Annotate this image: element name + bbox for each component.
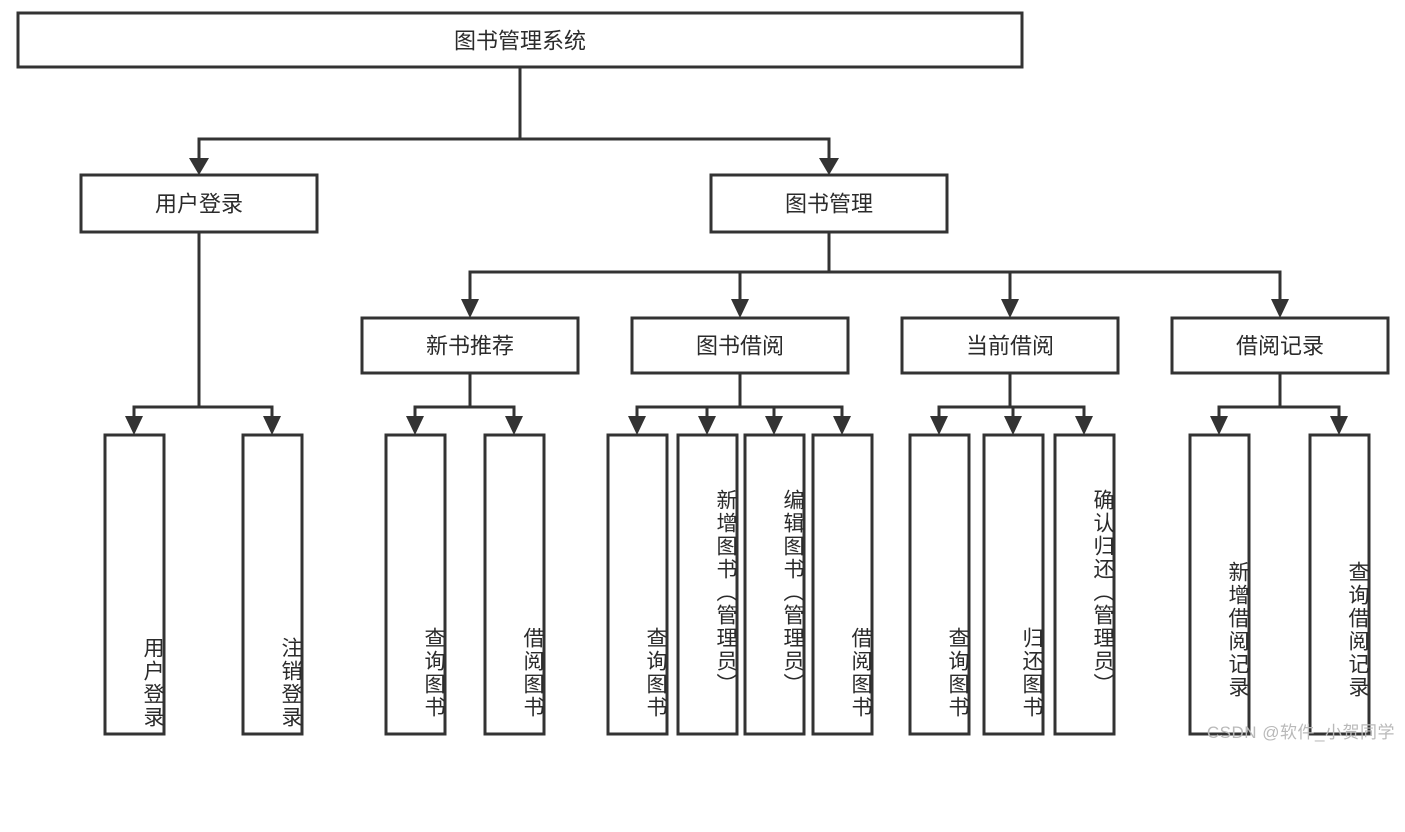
arrowhead-leaf-add-borrow-record xyxy=(1210,416,1228,435)
node-box-book-manage[interactable] xyxy=(709,173,949,234)
edge-group-new-book-recommend xyxy=(406,371,523,435)
edge-group-book-manage xyxy=(461,230,1289,318)
arrowhead-leaf-edit-book-admin xyxy=(765,416,783,435)
arrowhead-book-borrow xyxy=(731,299,749,318)
edge-group-borrow-record xyxy=(1210,371,1348,435)
node-box-book-borrow[interactable] xyxy=(630,316,850,375)
diagram-canvas: 图书管理系统 用户登录 图书管理 新书推荐 图书借阅 当前借阅 借阅记录 xyxy=(16,11,1395,742)
arrowhead-leaf-query-book-borrow xyxy=(628,416,646,435)
arrowhead-leaf-borrow-book xyxy=(833,416,851,435)
arrowhead-leaf-user-login xyxy=(125,416,143,435)
arrowhead-user-login xyxy=(189,158,209,175)
edge-group-current-borrow xyxy=(930,371,1093,435)
node-box-current-borrow[interactable] xyxy=(900,316,1120,375)
node-group: 图书管理系统 用户登录 图书管理 新书推荐 图书借阅 当前借阅 借阅记录 xyxy=(16,11,1390,736)
arrowhead-leaf-query-borrow-record xyxy=(1330,416,1348,435)
edge-group-book-borrow xyxy=(628,371,851,435)
node-box-leaf-query-book-current[interactable] xyxy=(908,433,971,736)
node-box-leaf-query-book-borrow[interactable] xyxy=(606,433,669,736)
node-box-leaf-user-login[interactable] xyxy=(103,433,166,736)
arrowhead-leaf-add-book-admin xyxy=(698,416,716,435)
node-label-root: 图书管理系统 xyxy=(454,29,586,54)
tree-diagram-svg: 图书管理系统 用户登录 图书管理 新书推荐 图书借阅 当前借阅 借阅记录 xyxy=(16,11,1390,736)
node-box-leaf-borrow-book[interactable] xyxy=(811,433,874,736)
arrowhead-current-borrow xyxy=(1001,299,1019,318)
arrowhead-new-book-recommend xyxy=(461,299,479,318)
arrowhead-leaf-logout xyxy=(263,416,281,435)
edge-group-user-login xyxy=(125,230,281,435)
node-box-new-book-recommend[interactable] xyxy=(360,316,580,375)
node-box-leaf-confirm-return-admin[interactable] xyxy=(1053,433,1116,736)
node-box-leaf-add-book-admin[interactable] xyxy=(676,433,739,736)
node-box-leaf-edit-book-admin[interactable] xyxy=(743,433,806,736)
edge-group-root xyxy=(189,65,839,175)
arrowhead-leaf-query-book-current xyxy=(930,416,948,435)
node-box-user-login[interactable] xyxy=(79,173,319,234)
node-box-leaf-logout[interactable] xyxy=(241,433,304,736)
arrowhead-leaf-query-book-recommend xyxy=(406,416,424,435)
node-label-book-manage: 图书管理 xyxy=(785,192,873,217)
node-box-leaf-query-book-recommend[interactable] xyxy=(384,433,447,736)
node-box-leaf-return-book[interactable] xyxy=(982,433,1045,736)
arrowhead-leaf-borrow-book-recommend xyxy=(505,416,523,435)
node-box-leaf-query-borrow-record[interactable] xyxy=(1308,433,1371,736)
node-box-root[interactable] xyxy=(16,11,1024,69)
node-box-leaf-add-borrow-record[interactable] xyxy=(1188,433,1251,736)
node-label-book-borrow: 图书借阅 xyxy=(696,334,784,359)
arrowhead-leaf-return-book xyxy=(1004,416,1022,435)
node-label-current-borrow: 当前借阅 xyxy=(966,334,1054,359)
node-label-new-book-recommend: 新书推荐 xyxy=(426,334,514,359)
arrowhead-leaf-confirm-return-admin xyxy=(1075,416,1093,435)
node-label-borrow-record: 借阅记录 xyxy=(1236,334,1324,359)
arrowhead-borrow-record xyxy=(1271,299,1289,318)
watermark-text: CSDN @软件_小贺同学 xyxy=(1206,723,1395,742)
node-label-user-login: 用户登录 xyxy=(155,192,243,217)
node-box-borrow-record[interactable] xyxy=(1170,316,1390,375)
node-box-leaf-borrow-book-recommend[interactable] xyxy=(483,433,546,736)
arrowhead-book-manage xyxy=(819,158,839,175)
